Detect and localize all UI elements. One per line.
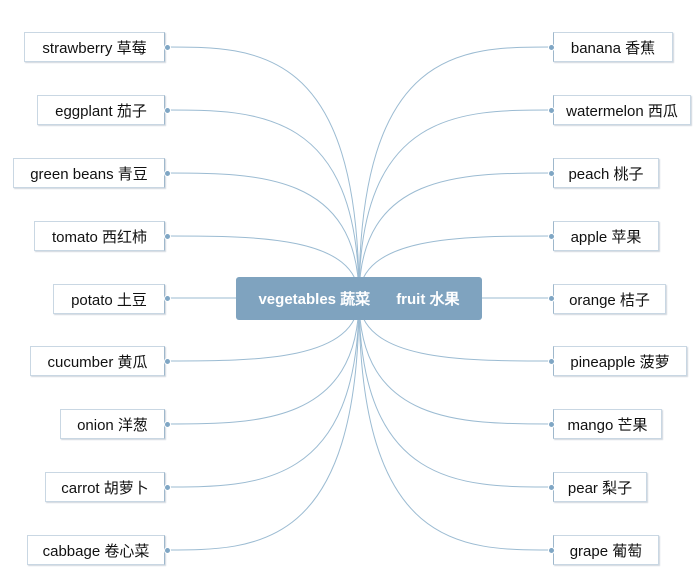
- connector-left-6: [166, 297, 360, 425]
- node-watermelon[interactable]: watermelon 西瓜: [553, 95, 691, 125]
- node-label: peach 桃子: [568, 165, 644, 183]
- node-pear[interactable]: pear 梨子: [553, 472, 647, 502]
- node-orange[interactable]: orange 桔子: [553, 284, 666, 314]
- connector-right-1: [358, 109, 552, 299]
- connector-left-8: [166, 297, 360, 551]
- node-label: cucumber 黄瓜: [47, 353, 148, 371]
- center-vegetables-label: vegetables 蔬菜: [258, 291, 371, 308]
- node-eggplant[interactable]: eggplant 茄子: [37, 95, 165, 125]
- connector-left-7: [166, 297, 360, 488]
- connector-right-8: [358, 297, 552, 551]
- node-carrot[interactable]: carrot 胡萝卜: [45, 472, 165, 502]
- connector-dot-left-5: [164, 358, 171, 365]
- node-label: strawberry 草莓: [42, 39, 147, 57]
- connector-dot-right-7: [548, 484, 555, 491]
- node-label: grape 葡萄: [569, 542, 643, 560]
- node-label: pineapple 菠萝: [570, 353, 670, 371]
- connector-dot-left-3: [164, 233, 171, 240]
- node-label: apple 苹果: [570, 228, 642, 246]
- node-label: carrot 胡萝卜: [61, 479, 149, 497]
- node-green-beans[interactable]: green beans 青豆: [13, 158, 165, 188]
- connector-dot-left-6: [164, 421, 171, 428]
- node-tomato[interactable]: tomato 西红柿: [34, 221, 165, 251]
- node-potato[interactable]: potato 土豆: [53, 284, 165, 314]
- connector-dot-right-5: [548, 358, 555, 365]
- node-label: banana 香蕉: [570, 39, 656, 57]
- connector-dot-left-4: [164, 295, 171, 302]
- connector-dot-right-0: [548, 44, 555, 51]
- connector-dot-left-8: [164, 547, 171, 554]
- connector-left-0: [166, 46, 360, 299]
- node-label: tomato 西红柿: [51, 228, 148, 246]
- node-cucumber[interactable]: cucumber 黄瓜: [30, 346, 165, 376]
- node-apple[interactable]: apple 苹果: [553, 221, 659, 251]
- node-banana[interactable]: banana 香蕉: [553, 32, 673, 62]
- node-label: green beans 青豆: [30, 165, 148, 183]
- connector-dot-left-2: [164, 170, 171, 177]
- center-fruit-label: fruit 水果: [396, 291, 460, 308]
- node-label: potato 土豆: [71, 291, 147, 309]
- node-label: onion 洋葱: [77, 416, 148, 434]
- node-grape[interactable]: grape 葡萄: [553, 535, 659, 565]
- connector-right-6: [358, 297, 552, 425]
- connector-dot-right-1: [548, 107, 555, 114]
- connector-right-2: [358, 172, 552, 299]
- node-mango[interactable]: mango 芒果: [553, 409, 662, 439]
- connector-dot-right-8: [548, 547, 555, 554]
- connector-dot-left-0: [164, 44, 171, 51]
- connector-right-7: [358, 297, 552, 488]
- connector-right-0: [358, 46, 552, 299]
- connector-dot-left-7: [164, 484, 171, 491]
- connector-left-2: [166, 172, 360, 299]
- node-label: cabbage 卷心菜: [42, 542, 150, 560]
- connector-dot-left-1: [164, 107, 171, 114]
- node-onion[interactable]: onion 洋葱: [60, 409, 165, 439]
- node-label: eggplant 茄子: [55, 102, 147, 120]
- node-strawberry[interactable]: strawberry 草莓: [24, 32, 165, 62]
- center-node[interactable]: vegetables 蔬菜 fruit 水果: [236, 277, 482, 320]
- connector-dot-right-6: [548, 421, 555, 428]
- node-label: mango 芒果: [567, 416, 648, 434]
- node-label: watermelon 西瓜: [566, 102, 678, 120]
- node-pineapple[interactable]: pineapple 菠萝: [553, 346, 687, 376]
- connector-left-1: [166, 109, 360, 299]
- node-peach[interactable]: peach 桃子: [553, 158, 659, 188]
- node-label: orange 桔子: [569, 291, 650, 309]
- connector-dot-right-4: [548, 295, 555, 302]
- connector-dot-right-2: [548, 170, 555, 177]
- node-label: pear 梨子: [567, 479, 633, 497]
- node-cabbage[interactable]: cabbage 卷心菜: [27, 535, 165, 565]
- connector-dot-right-3: [548, 233, 555, 240]
